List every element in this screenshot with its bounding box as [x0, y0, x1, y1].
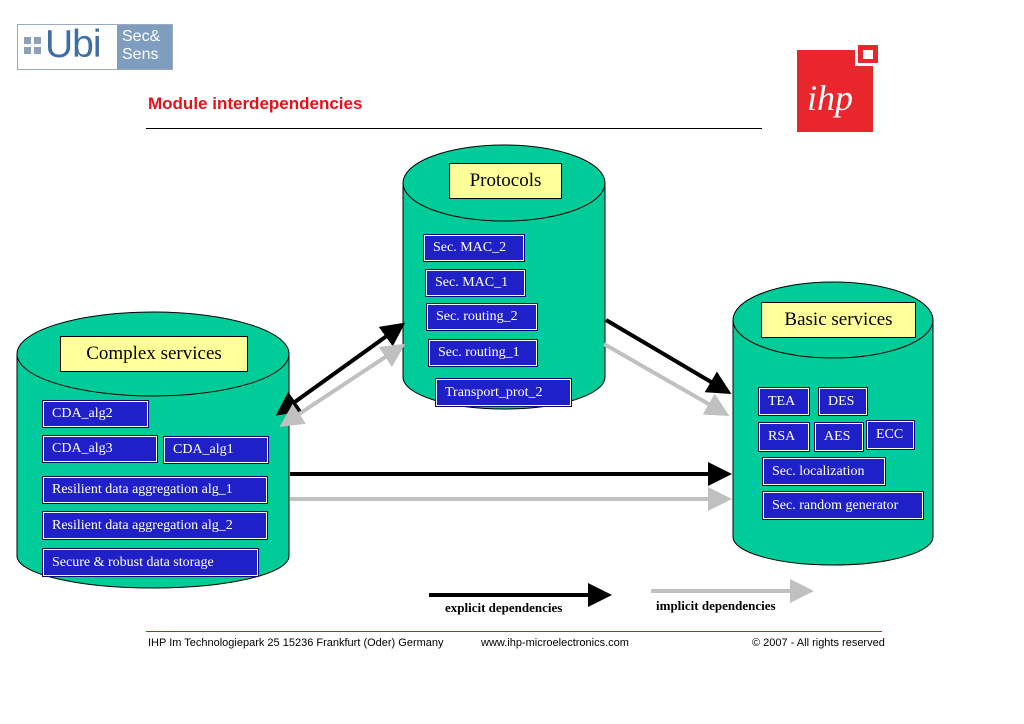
logo-ihp-text: ihp — [807, 78, 853, 118]
module-sec-mac-1: Sec. MAC_1 — [425, 269, 526, 297]
module-cda-alg2: CDA_alg2 — [42, 400, 149, 428]
module-sec-routing-2: Sec. routing_2 — [426, 303, 538, 331]
module-sec-mac-2: Sec. MAC_2 — [423, 234, 525, 262]
module-tea: TEA — [758, 387, 810, 416]
protocols-header: Protocols — [449, 163, 562, 199]
module-transport-prot-2: Transport_prot_2 — [435, 378, 572, 407]
footer-copyright: © 2007 - All rights reserved — [752, 637, 885, 649]
logo-dots-icon — [24, 37, 42, 55]
logo-ubi-text: Ubi — [45, 23, 102, 66]
implicit-arrow-protocols-basic — [603, 342, 730, 416]
module-rsa: RSA — [758, 422, 810, 452]
module-des: DES — [818, 387, 868, 416]
module-cda-alg1: CDA_alg1 — [163, 436, 269, 464]
explicit-arrow-protocols-basic — [604, 318, 732, 395]
module-ecc: ECC — [866, 420, 915, 450]
module-sec-localization: Sec. localization — [762, 457, 886, 486]
footer-website: www.ihp-microelectronics.com — [481, 637, 629, 649]
module-aes: AES — [814, 422, 864, 452]
footer-address: IHP Im Technologiepark 25 15236 Frankfur… — [148, 637, 444, 649]
logo-sec-text: Sec& — [122, 28, 161, 45]
module-resilient-data-aggregation-alg-1: Resilient data aggregation alg_1 — [42, 476, 268, 504]
footer-divider — [146, 631, 882, 632]
ubisecsens-logo: Ubi Sec& Sens — [17, 23, 173, 70]
complex-services-header: Complex services — [60, 336, 248, 372]
title-divider — [146, 128, 762, 129]
module-sec-routing-1: Sec. routing_1 — [428, 339, 538, 367]
module-resilient-data-aggregation-alg-2: Resilient data aggregation alg_2 — [42, 511, 268, 540]
explicit-arrow-protocols-complex — [275, 322, 406, 416]
implicit-arrow-protocols-complex — [279, 343, 406, 428]
module-sec-random-generator: Sec. random generator — [762, 491, 924, 520]
logo-secsens-box: Sec& Sens — [117, 25, 172, 69]
logo-sens-text: Sens — [122, 46, 159, 63]
basic-services-header: Basic services — [761, 302, 916, 338]
legend-explicit-label: explicit dependencies — [445, 600, 563, 615]
ihp-logo: ihp — [797, 42, 882, 132]
module-cda-alg3: CDA_alg3 — [42, 435, 158, 463]
module-secure-robust-data-storage: Secure & robust data storage — [42, 548, 259, 577]
page-title: Module interdependencies — [148, 94, 363, 113]
legend-implicit-label: implicit dependencies — [656, 598, 776, 613]
